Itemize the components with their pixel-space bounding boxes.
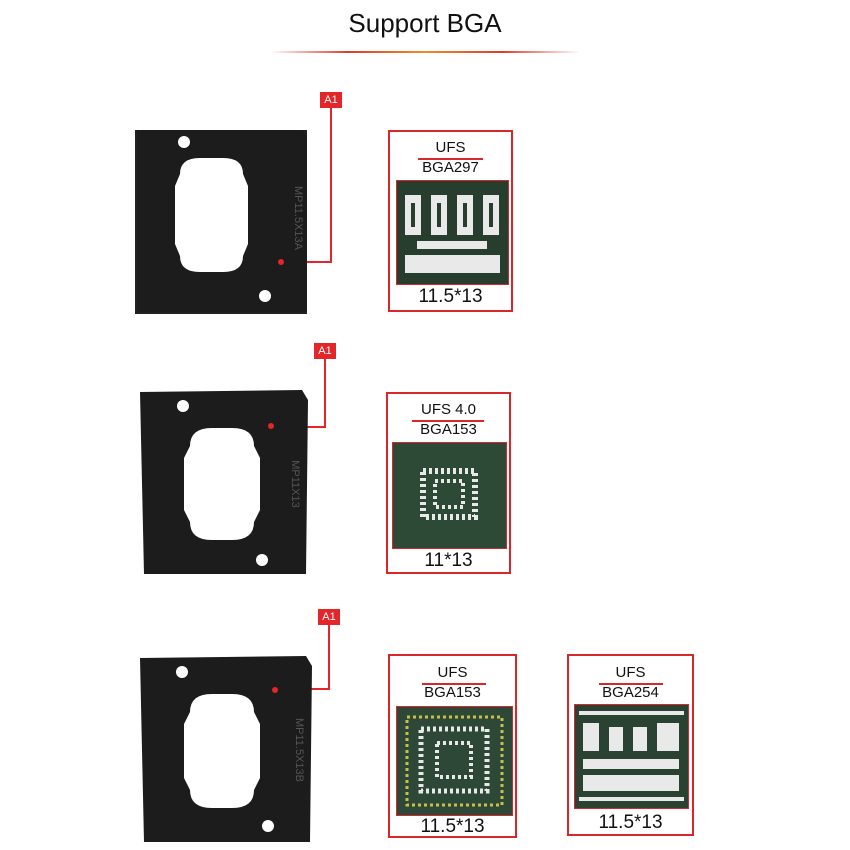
chip-card-bga153: UFS BGA153 11.5*13: [388, 654, 517, 838]
chip-type: UFS: [435, 139, 466, 156]
chip-image-bga297: [396, 180, 509, 285]
chip-title-rule: [599, 683, 663, 685]
chip-package: BGA153: [420, 421, 477, 438]
socket-adapter-1: MP11.5X13A: [135, 126, 310, 314]
chip-package: BGA297: [422, 159, 479, 176]
a1-leader-line: [328, 625, 330, 689]
socket-adapter-3: MP11.5X13B: [140, 654, 312, 844]
a1-leader-line: [324, 359, 326, 427]
chip-size: 11.5*13: [420, 816, 485, 837]
chip-image-bga254: [574, 704, 689, 809]
chip-card-bga297: UFS BGA297 11.5*13: [388, 130, 513, 312]
chip-title-rule: [412, 420, 484, 422]
chip-type: UFS 4.0: [420, 401, 477, 418]
chip-size: 11.5*13: [418, 286, 483, 307]
a1-marker: A1: [318, 609, 340, 625]
chip-image-ufs4-bga153: [392, 442, 507, 549]
chip-size: 11.5*13: [598, 812, 663, 833]
chip-package: BGA153: [424, 684, 481, 701]
chip-title-rule: [418, 158, 483, 160]
title-underline: [270, 51, 580, 53]
chip-card-bga254: UFS BGA254 11.5*13: [567, 654, 694, 836]
chip-title-rule: [422, 683, 486, 685]
socket-adapter-2: MP11X13: [140, 388, 308, 576]
a1-marker: A1: [314, 343, 336, 359]
page-title: Support BGA: [348, 8, 502, 38]
socket-engraving: MP11X13: [289, 460, 301, 508]
chip-card-ufs4-bga153: UFS 4.0 BGA153 11*13: [386, 392, 511, 574]
chip-type: UFS: [437, 664, 468, 681]
chip-type: UFS: [615, 664, 646, 681]
socket-engraving: MP11.5X13A: [292, 186, 304, 251]
a1-marker: A1: [320, 92, 342, 108]
chip-package: BGA254: [602, 684, 659, 701]
chip-image-bga153: [396, 706, 513, 816]
a1-leader-line: [330, 108, 332, 262]
socket-engraving: MP11.5X13B: [293, 718, 305, 782]
chip-size: 11*13: [424, 550, 473, 571]
